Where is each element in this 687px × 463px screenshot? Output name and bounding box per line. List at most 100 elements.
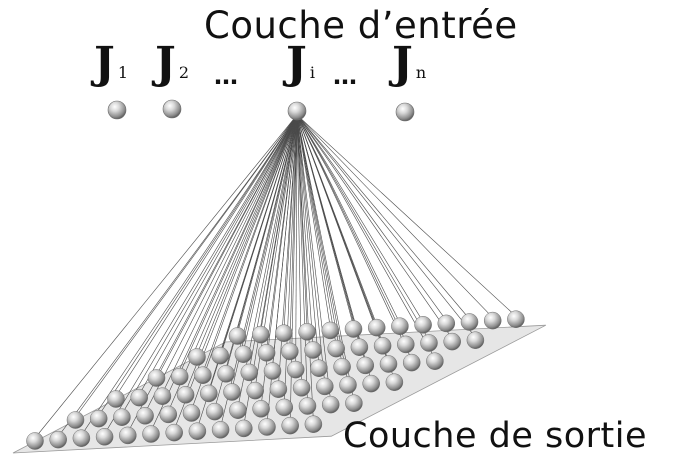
input-label-jn-letter: J bbox=[392, 38, 413, 89]
connection-line-r2-c10 bbox=[296, 114, 349, 383]
output-node-r5-c9 bbox=[437, 314, 456, 333]
connection-line-r4-c0 bbox=[196, 114, 298, 355]
output-node-r0-c11 bbox=[281, 416, 299, 435]
output-node-r1-c6 bbox=[205, 402, 224, 421]
output-node-r4-c9 bbox=[397, 335, 415, 354]
output-node-r2-c0 bbox=[107, 390, 125, 408]
output-node-r0-c4 bbox=[119, 426, 137, 445]
output-node-r4-c4 bbox=[281, 342, 299, 361]
output-node-r5-c10 bbox=[460, 313, 479, 331]
connection-line-r4-c4 bbox=[289, 114, 298, 349]
connection-line-r1-c1 bbox=[98, 114, 298, 416]
output-node-r1-c2 bbox=[113, 408, 131, 426]
output-node-r2-c1 bbox=[130, 388, 148, 407]
connection-line-r3-c11 bbox=[296, 114, 412, 360]
input-node-2 bbox=[162, 99, 182, 119]
output-node-r1-c4 bbox=[159, 405, 178, 424]
output-node-r0-c3 bbox=[95, 428, 114, 446]
output-node-r4-c7 bbox=[350, 338, 369, 356]
output-node-r4-c2 bbox=[234, 345, 253, 363]
output-node-r5-c11 bbox=[483, 311, 502, 330]
output-node-r0-c1 bbox=[49, 430, 67, 449]
connection-line-r2-c9 bbox=[296, 114, 326, 384]
output-node-r0-c2 bbox=[72, 429, 91, 447]
output-node-r4-c11 bbox=[443, 332, 461, 351]
output-node-r0-c12 bbox=[304, 415, 323, 433]
connection-line-r4-c12 bbox=[296, 114, 476, 338]
connection-line-r4-c6 bbox=[296, 114, 337, 346]
connection-line-r3-c8 bbox=[296, 114, 343, 364]
output-layer-title: Couche de sortie bbox=[343, 416, 648, 456]
input-layer-nodes bbox=[107, 99, 415, 122]
output-node-r1-c11 bbox=[321, 395, 340, 414]
connection-line-r3-c6 bbox=[295, 114, 298, 367]
connection-line-r2-c5 bbox=[231, 114, 298, 390]
connection-line-r1-c6 bbox=[214, 114, 298, 409]
output-node-r4-c1 bbox=[211, 346, 229, 365]
output-node-r5-c8 bbox=[414, 316, 432, 334]
output-node-r5-c0 bbox=[228, 327, 247, 345]
output-node-r1-c8 bbox=[252, 400, 270, 418]
output-node-r5-c1 bbox=[251, 325, 270, 344]
connection-line-r2-c2 bbox=[162, 114, 298, 394]
connection-line-r1-c12 bbox=[296, 114, 355, 401]
connection-line-r3-c1 bbox=[179, 114, 298, 374]
connection-line-r2-c0 bbox=[115, 114, 298, 397]
output-node-r3-c2 bbox=[194, 366, 212, 384]
output-node-r2-c8 bbox=[292, 379, 311, 397]
output-node-r3-c1 bbox=[170, 367, 189, 386]
connection-line-r2-c11 bbox=[296, 114, 372, 381]
input-node-3 bbox=[287, 101, 307, 121]
connection-line-r1-c3 bbox=[144, 114, 298, 413]
output-node-r1-c10 bbox=[298, 397, 317, 415]
output-node-r2-c6 bbox=[246, 381, 264, 400]
output-node-r2-c12 bbox=[385, 373, 404, 391]
output-node-r5-c12 bbox=[507, 310, 525, 328]
input-layer-title: Couche d’entrée bbox=[204, 4, 518, 47]
connection-line-r0-c3 bbox=[104, 114, 298, 434]
output-node-r4-c8 bbox=[373, 337, 392, 355]
input-node-4 bbox=[395, 102, 415, 122]
output-node-r0-c7 bbox=[188, 422, 207, 440]
output-node-r3-c9 bbox=[356, 356, 375, 375]
connection-line-r1-c5 bbox=[191, 114, 298, 411]
output-node-r1-c0 bbox=[66, 411, 85, 429]
output-node-r3-c10 bbox=[379, 355, 398, 373]
output-node-r3-c7 bbox=[310, 359, 328, 377]
output-node-r2-c5 bbox=[223, 383, 241, 401]
output-node-r4-c0 bbox=[188, 348, 206, 366]
output-node-r4-c3 bbox=[257, 344, 276, 362]
connection-line-r1-c2 bbox=[121, 114, 298, 415]
connection-line-r5-c11 bbox=[296, 114, 493, 318]
output-node-r0-c6 bbox=[165, 423, 183, 442]
connection-line-r4-c2 bbox=[243, 114, 298, 352]
input-label-ji-letter: J bbox=[286, 38, 307, 89]
input-label-j2-letter: J bbox=[155, 38, 176, 89]
output-node-r2-c4 bbox=[200, 384, 218, 403]
connection-line-r5-c10 bbox=[296, 114, 470, 320]
output-node-r5-c5 bbox=[344, 320, 363, 338]
connection-line-r0-c0 bbox=[34, 114, 298, 439]
connection-line-r4-c10 bbox=[296, 114, 430, 341]
connection-line-r5-c9 bbox=[296, 114, 447, 321]
output-layer-nodes bbox=[26, 310, 525, 450]
connection-line-r5-c8 bbox=[296, 114, 424, 322]
output-node-r3-c3 bbox=[217, 365, 235, 383]
connection-line-r5-c7 bbox=[296, 114, 401, 324]
output-node-r3-c4 bbox=[240, 363, 259, 382]
connection-line-r5-c4 bbox=[296, 114, 331, 328]
connection-line-r2-c8 bbox=[296, 114, 302, 385]
output-node-r1-c5 bbox=[182, 404, 201, 422]
input-label-j2-index: 2 bbox=[178, 63, 190, 82]
output-node-r1-c3 bbox=[136, 407, 154, 425]
output-node-r2-c9 bbox=[316, 377, 334, 396]
output-node-r1-c12 bbox=[345, 394, 363, 412]
connection-line-r2-c3 bbox=[185, 114, 298, 392]
connection-line-r1-c0 bbox=[75, 114, 298, 418]
